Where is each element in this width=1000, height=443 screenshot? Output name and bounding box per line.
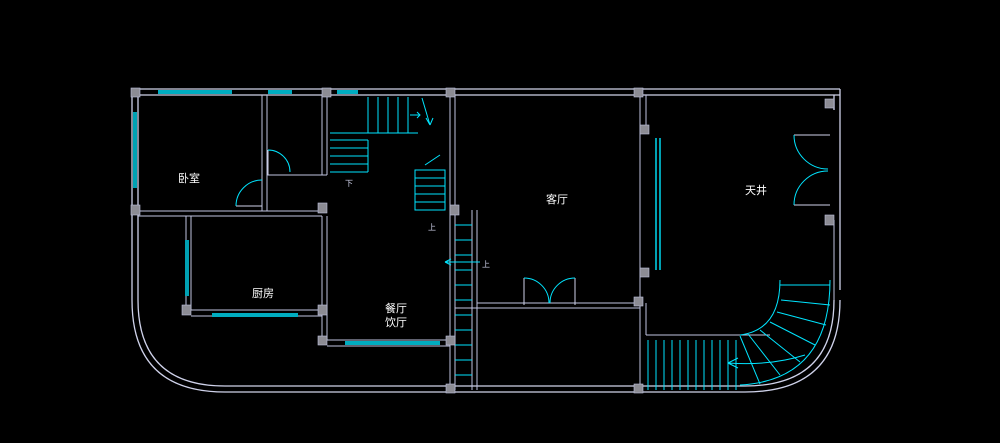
interior-walls xyxy=(138,95,835,390)
windows xyxy=(133,90,661,345)
columns xyxy=(130,87,835,394)
room-labels: 卧室 厨房 餐厅 饮厅 客厅 天井 xyxy=(178,171,767,329)
upper-stairs xyxy=(330,97,446,211)
label-bedroom: 卧室 xyxy=(178,171,200,185)
label-living-room: 客厅 xyxy=(546,192,568,206)
outer-walls xyxy=(131,88,841,393)
label-dining-top: 餐厅 xyxy=(385,301,407,315)
label-dining-bottom: 饮厅 xyxy=(385,316,407,329)
mark-stair-up-1: 上 xyxy=(428,223,436,232)
spiral-stairs xyxy=(647,279,831,390)
mark-stair-up-2: 上 xyxy=(482,260,490,269)
mark-stair-down: 下 xyxy=(345,179,353,188)
doors xyxy=(235,134,830,305)
corridor-stairs xyxy=(444,224,480,376)
stair-marks: 下 上 上 xyxy=(345,179,490,269)
label-kitchen: 厨房 xyxy=(252,287,274,300)
label-courtyard: 天井 xyxy=(745,183,767,197)
